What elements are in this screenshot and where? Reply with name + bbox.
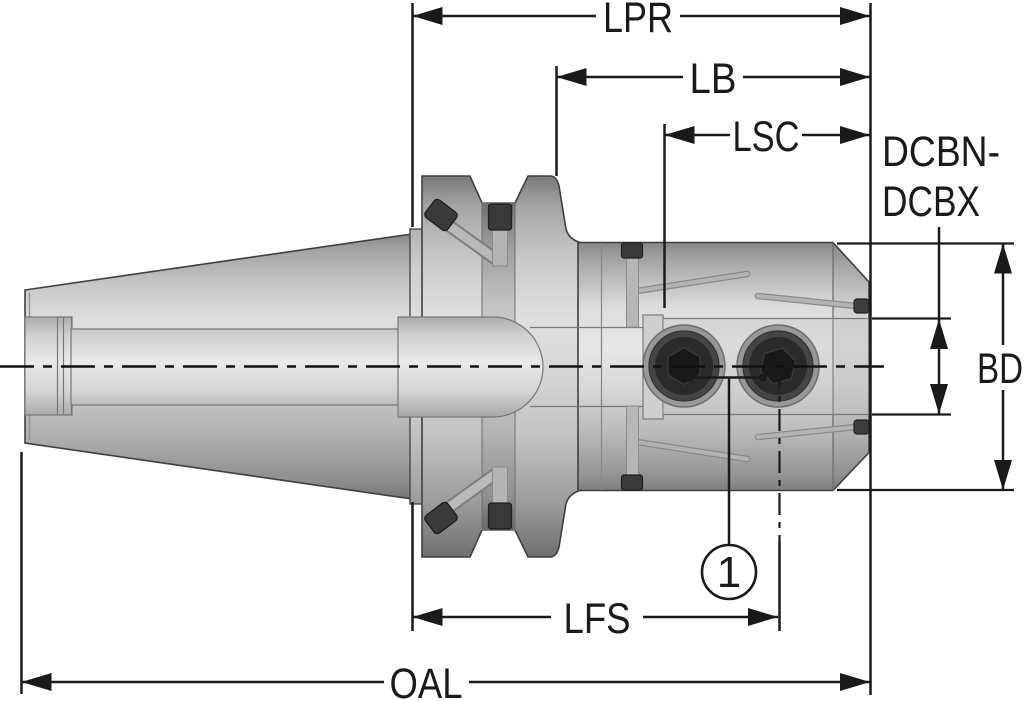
dim-dcb-label-line1: DCBN- [882, 128, 1000, 176]
arrow-left-icon [412, 7, 443, 25]
arrow-up-icon [994, 243, 1012, 274]
nose-screw-bottom [853, 419, 870, 435]
flange-angled-screw-bottom [424, 468, 501, 535]
callout-leader-dot [759, 373, 767, 382]
dim-lpr: LPR [412, 0, 870, 42]
nose-screw-top [853, 298, 870, 314]
flange-groove-screw-bottom [487, 466, 513, 530]
dim-bd: BD [837, 242, 1023, 492]
dimensions: LPR LB LSC DCBN- DCBX [20, 0, 1023, 701]
dim-lb: LB [555, 55, 870, 176]
arrow-right-icon [748, 608, 778, 626]
arrow-up-icon [930, 319, 948, 349]
arrow-left-icon [556, 68, 587, 86]
dim-oal-label: OAL [390, 660, 463, 701]
collar-screw-top [620, 242, 644, 328]
dim-bd-label: BD [977, 345, 1023, 393]
dim-dcb-label-line2: DCBX [882, 178, 980, 226]
arrow-down-icon [930, 384, 948, 414]
callout-1-balloon [700, 543, 758, 601]
collar-screw-bottom [620, 405, 644, 491]
arrow-left-icon [412, 608, 443, 626]
arrow-left-icon [21, 673, 52, 691]
dim-lfs: LFS [411, 367, 781, 643]
flange-groove-screw-top [487, 203, 513, 267]
callout-1: 1 [686, 373, 767, 601]
tool-holder-part [0, 175, 884, 558]
arrow-right-icon [840, 673, 870, 691]
arrow-left-icon [664, 126, 695, 144]
arrow-down-icon [994, 460, 1012, 490]
dim-dcb: DCBN- DCBX [872, 128, 1000, 416]
coolant-passages [633, 270, 860, 463]
callout-leader-dot [686, 373, 694, 382]
arrow-right-icon [840, 7, 870, 25]
arrow-right-icon [840, 126, 870, 144]
dim-lpr-label: LPR [603, 0, 673, 42]
dim-lsc: LSC [663, 113, 870, 308]
flange-angled-screw-top [424, 198, 501, 265]
dim-lfs-label: LFS [564, 595, 631, 643]
dim-lb-label: LB [690, 55, 737, 103]
dim-lsc-label: LSC [733, 113, 800, 161]
dim-oal: OAL [20, 452, 870, 701]
callout-1-number: 1 [717, 548, 741, 597]
arrow-right-icon [840, 68, 870, 86]
